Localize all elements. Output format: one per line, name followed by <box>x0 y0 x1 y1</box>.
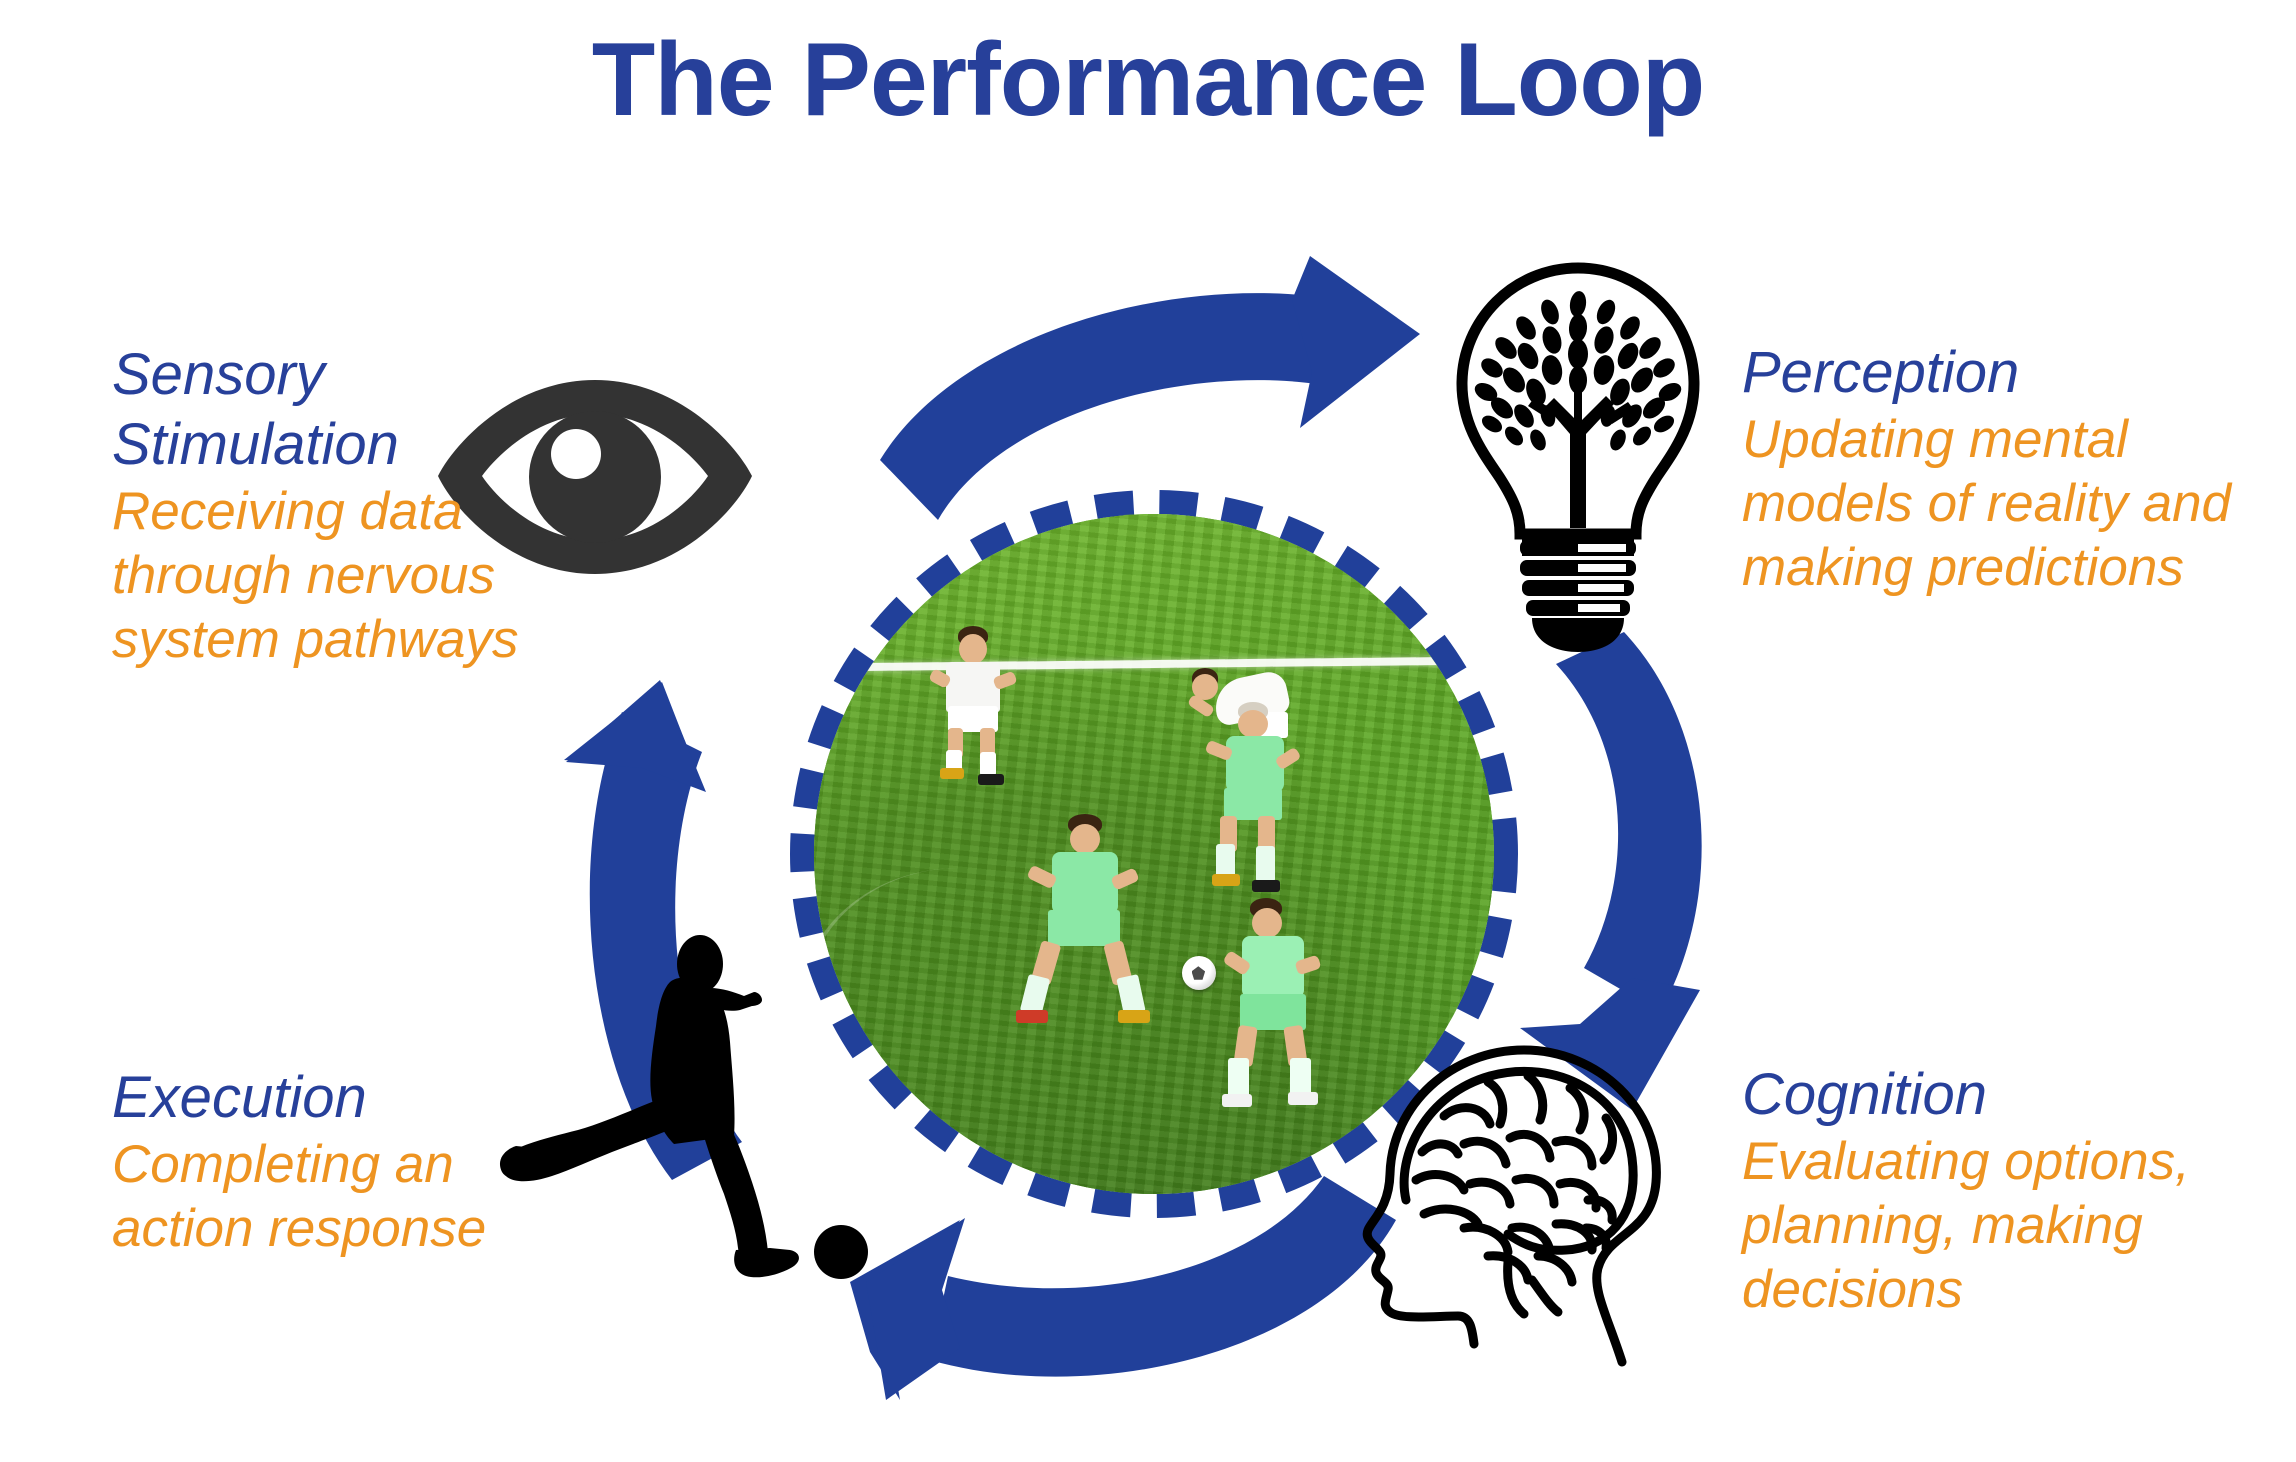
stage-label-execution: Execution Completing an action response <box>112 1063 532 1261</box>
head-brain-icon <box>1362 1045 1661 1367</box>
stage-heading-cognition: Cognition <box>1742 1062 1988 1127</box>
page-title: The Performance Loop <box>591 22 1706 138</box>
stage-heading-execution: Execution <box>112 1065 367 1130</box>
stage-heading-perception: Perception <box>1742 340 2020 405</box>
stage-body-perception: Updating mental models of reality and ma… <box>1742 410 2232 597</box>
stage-body-cognition: Evaluating options, planning, making dec… <box>1742 1132 2190 1319</box>
lightbulb-tree-icon <box>1456 262 1700 652</box>
arrow-cognition-to-execution <box>850 1176 1396 1400</box>
soccer-match-photo <box>814 514 1494 1194</box>
arrow-execution-to-sensory <box>564 680 742 1180</box>
player-white-left <box>924 626 1034 785</box>
center-photo <box>788 488 1520 1220</box>
stage-body-sensory-stimulation: Receiving data through nervous system pa… <box>112 482 519 669</box>
eye-icon <box>438 380 752 574</box>
stage-label-sensory-stimulation: Sensory Stimulation Receiving data throu… <box>112 340 532 672</box>
player-green-upper-right <box>1204 696 1324 906</box>
soccer-ball-photo <box>1182 956 1216 990</box>
player-green-center <box>1016 814 1180 1034</box>
dashed-ring <box>790 490 1518 1218</box>
soccer-player-silhouette-icon <box>499 935 868 1279</box>
stage-body-execution: Completing an action response <box>112 1135 487 1258</box>
stage-label-cognition: Cognition Evaluating options, planning, … <box>1742 1060 2262 1322</box>
stage-heading-sensory-stimulation: Sensory Stimulation <box>112 342 399 477</box>
arrow-perception-to-cognition <box>1520 632 1702 1110</box>
arrow-sensory-to-perception <box>880 256 1420 520</box>
player-green-lower-right <box>1220 898 1350 1118</box>
stage-label-perception: Perception Updating mental models of rea… <box>1742 338 2262 600</box>
